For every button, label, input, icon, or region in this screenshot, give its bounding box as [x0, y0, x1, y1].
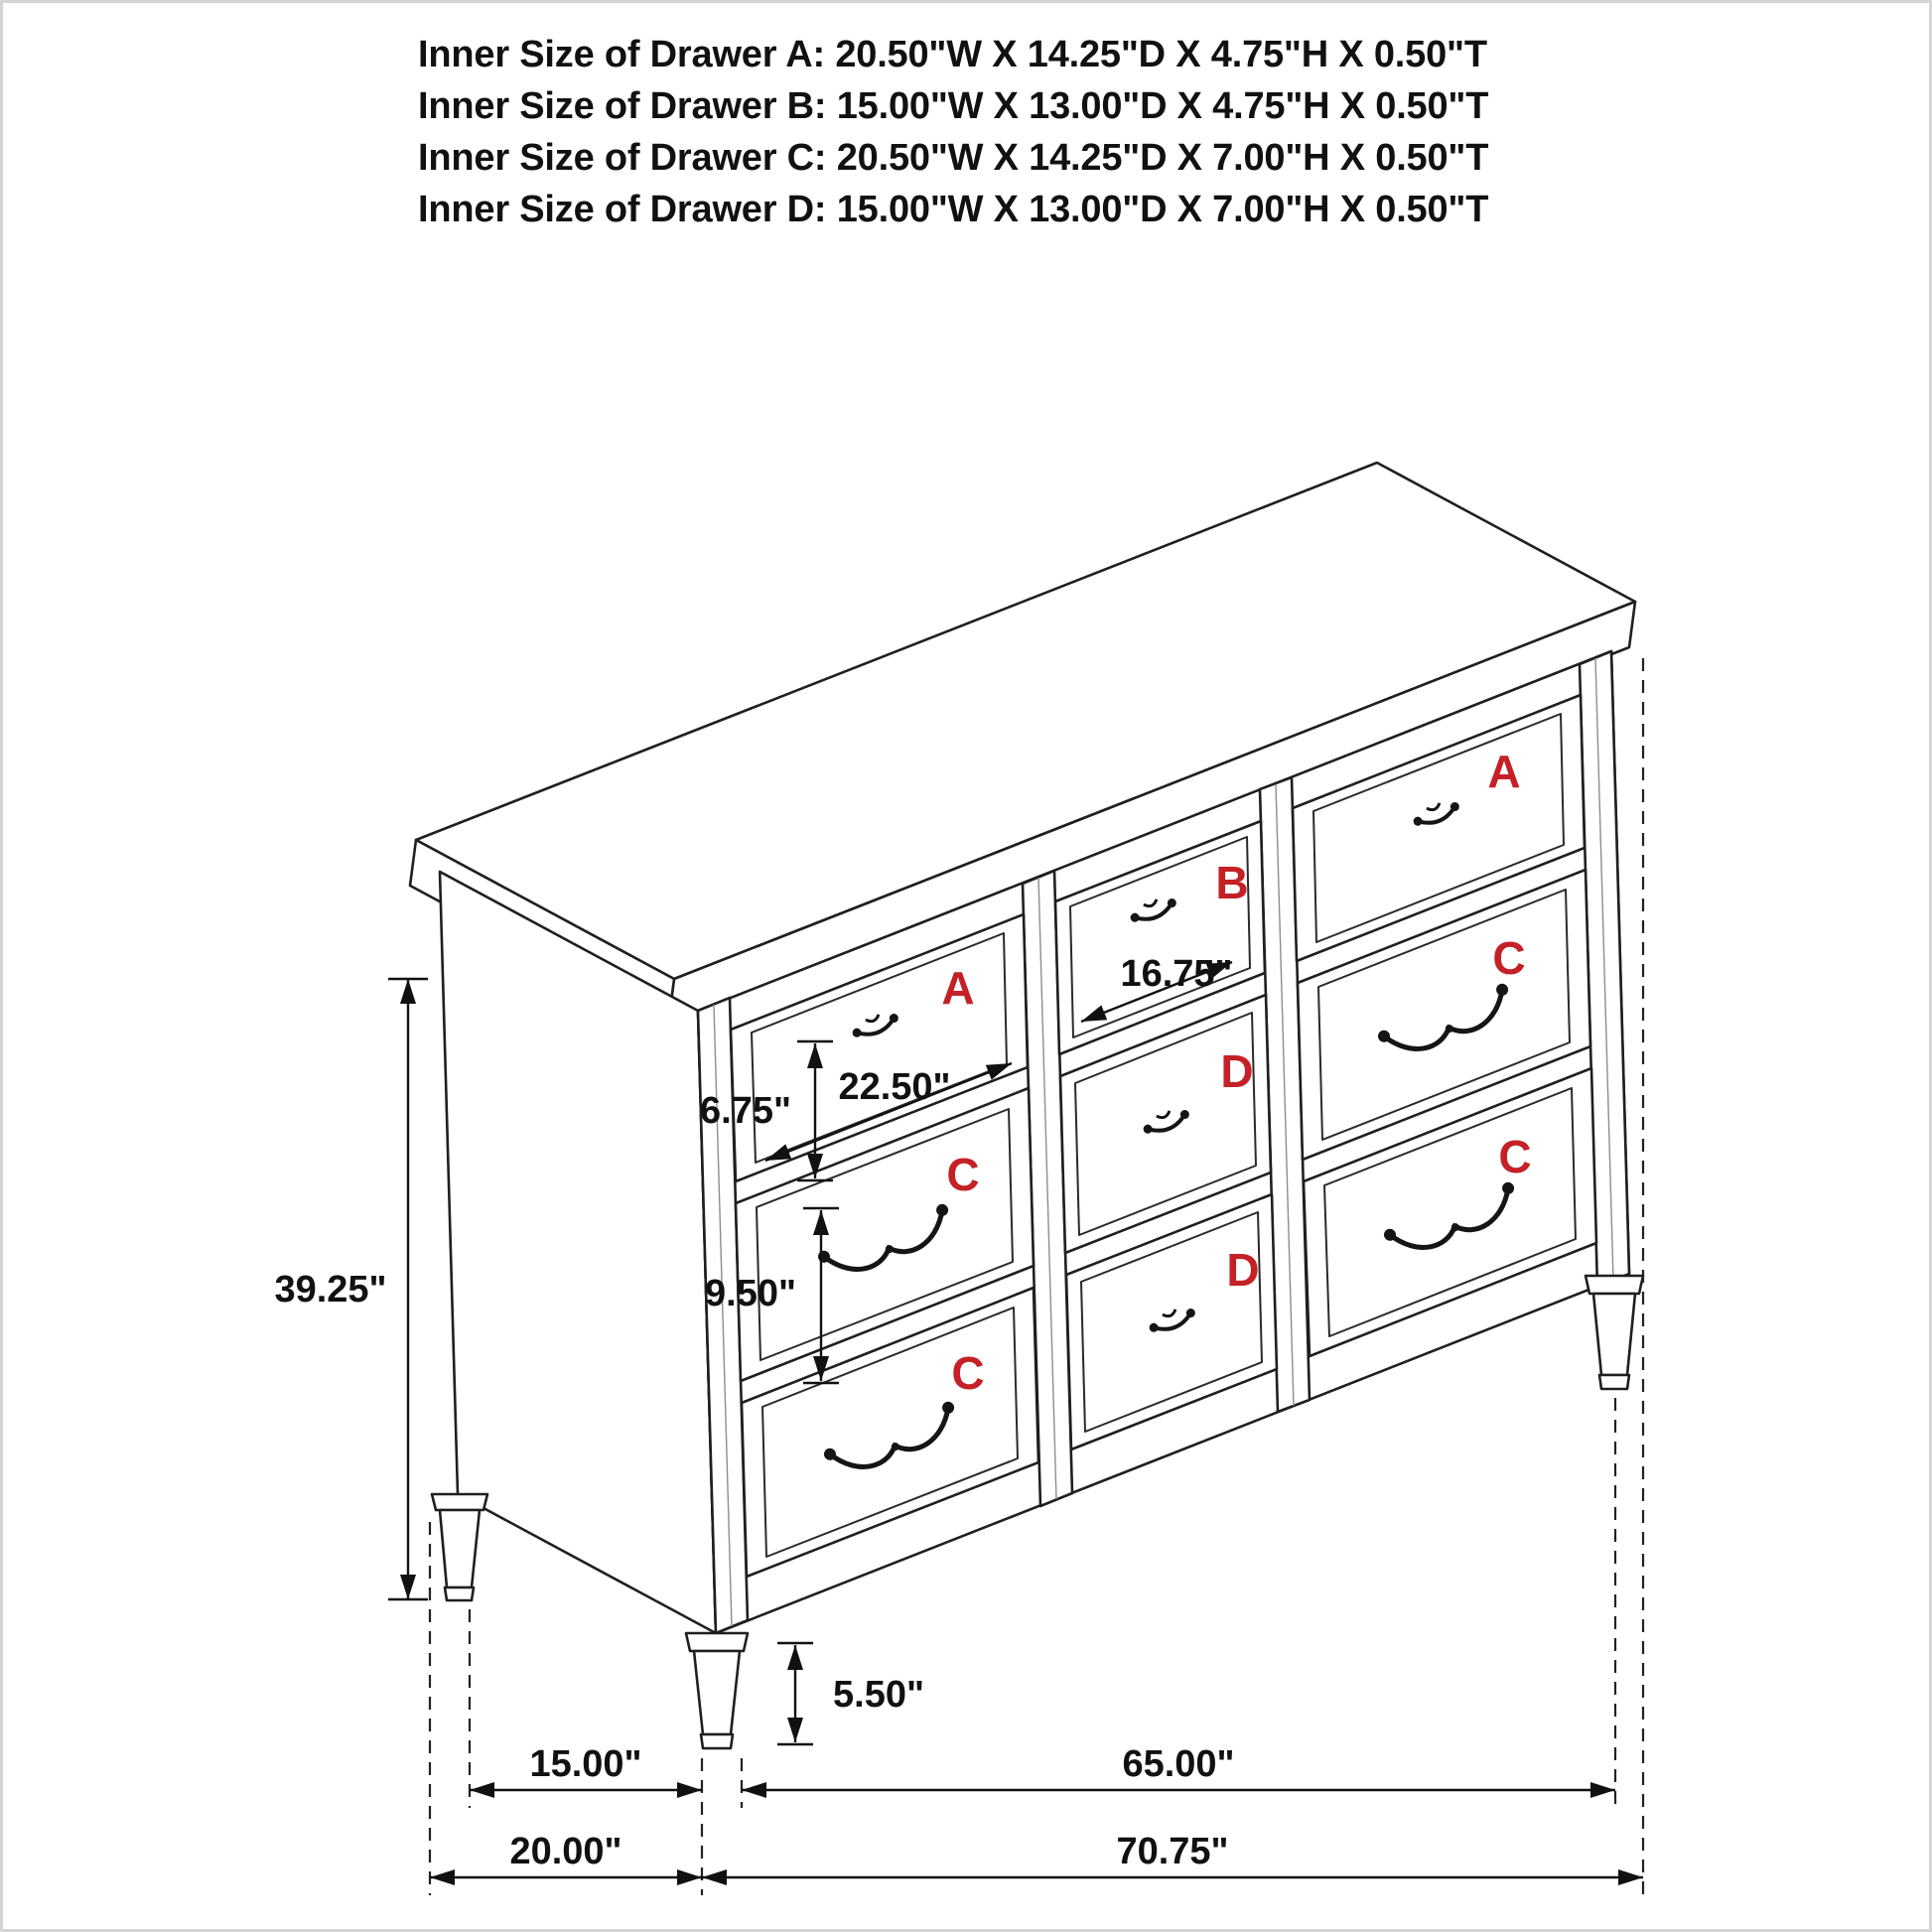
dimension-upper-drawer-height: 6.75" — [700, 1039, 833, 1182]
drawer-right-middle — [1296, 868, 1592, 1162]
drawer-letter-labels: A C C B D D A C C — [941, 746, 1531, 1399]
dimension-text-overall-depth: 20.00" — [509, 1831, 621, 1872]
dimension-text-leg-height: 5.50" — [833, 1674, 924, 1716]
dimension-text-drawer-b-width: 16.75" — [1120, 953, 1232, 995]
dimension-annotations: 39.25" 22.50" 16.75" 6.75" — [274, 658, 1645, 1895]
drawer-right-bottom — [1302, 1066, 1598, 1358]
dimension-leg-height: 5.50" — [777, 1641, 924, 1746]
label-drawer-left-bottom: C — [951, 1347, 984, 1399]
label-drawer-left-middle: C — [946, 1149, 979, 1200]
label-drawer-center-middle: D — [1220, 1045, 1253, 1097]
label-drawer-center-bottom: D — [1226, 1244, 1259, 1296]
drawer-size-header: Inner Size of Drawer A: 20.50"W X 14.25"… — [418, 29, 1488, 235]
label-drawer-right-middle: C — [1492, 932, 1525, 984]
drawer-left-bottom — [740, 1286, 1040, 1579]
dimension-text-overall-height: 39.25" — [274, 1269, 386, 1311]
dimension-depth-between-legs: 15.00" — [470, 1743, 702, 1798]
stile-fluting — [713, 657, 1614, 1627]
leg-back-left — [430, 1492, 489, 1602]
drawer-right-top — [1291, 693, 1587, 963]
drawer-center-bottom — [1064, 1192, 1279, 1451]
dimension-text-depth-between-legs: 15.00" — [529, 1743, 641, 1785]
dimension-text-lower-drawer-height: 9.50" — [705, 1273, 796, 1314]
header-line-drawer-b: Inner Size of Drawer B: 15.00"W X 13.00"… — [418, 85, 1489, 127]
dimension-text-width-between-legs: 65.00" — [1122, 1743, 1234, 1785]
dimension-text-drawer-a-width: 22.50" — [838, 1066, 950, 1108]
dimension-overall-height: 39.25" — [274, 977, 428, 1601]
label-drawer-center-top: B — [1215, 857, 1248, 908]
dimension-drawer-a-width: 22.50" — [764, 1061, 1013, 1163]
header-line-drawer-c: Inner Size of Drawer C: 20.50"W X 14.25"… — [418, 137, 1489, 179]
label-drawer-right-bottom: C — [1498, 1131, 1531, 1182]
dimension-lower-drawer-height: 9.50" — [705, 1206, 839, 1385]
leg-front-left — [684, 1631, 750, 1750]
dimension-text-overall-width: 70.75" — [1116, 1831, 1228, 1872]
header-line-drawer-a: Inner Size of Drawer A: 20.50"W X 14.25"… — [418, 34, 1487, 75]
dimension-overall-width: 70.75" — [702, 1831, 1643, 1885]
label-drawer-left-top: A — [941, 962, 974, 1014]
dimension-drawer-b-width: 16.75" — [1080, 953, 1233, 1024]
dimension-overall-depth: 20.00" — [430, 1831, 702, 1885]
header-line-drawer-d: Inner Size of Drawer D: 15.00"W X 13.00"… — [418, 189, 1489, 230]
drawer-center-middle — [1058, 993, 1273, 1255]
dresser-dimension-diagram: A C C B D D A C C 39.25" — [274, 461, 1645, 1895]
leg-front-right — [1584, 1274, 1645, 1391]
dimension-width-between-legs: 65.00" — [742, 1743, 1615, 1798]
dresser-drawing — [408, 461, 1645, 1750]
label-drawer-right-top: A — [1487, 746, 1520, 797]
dimension-text-upper-drawer-height: 6.75" — [700, 1090, 791, 1132]
